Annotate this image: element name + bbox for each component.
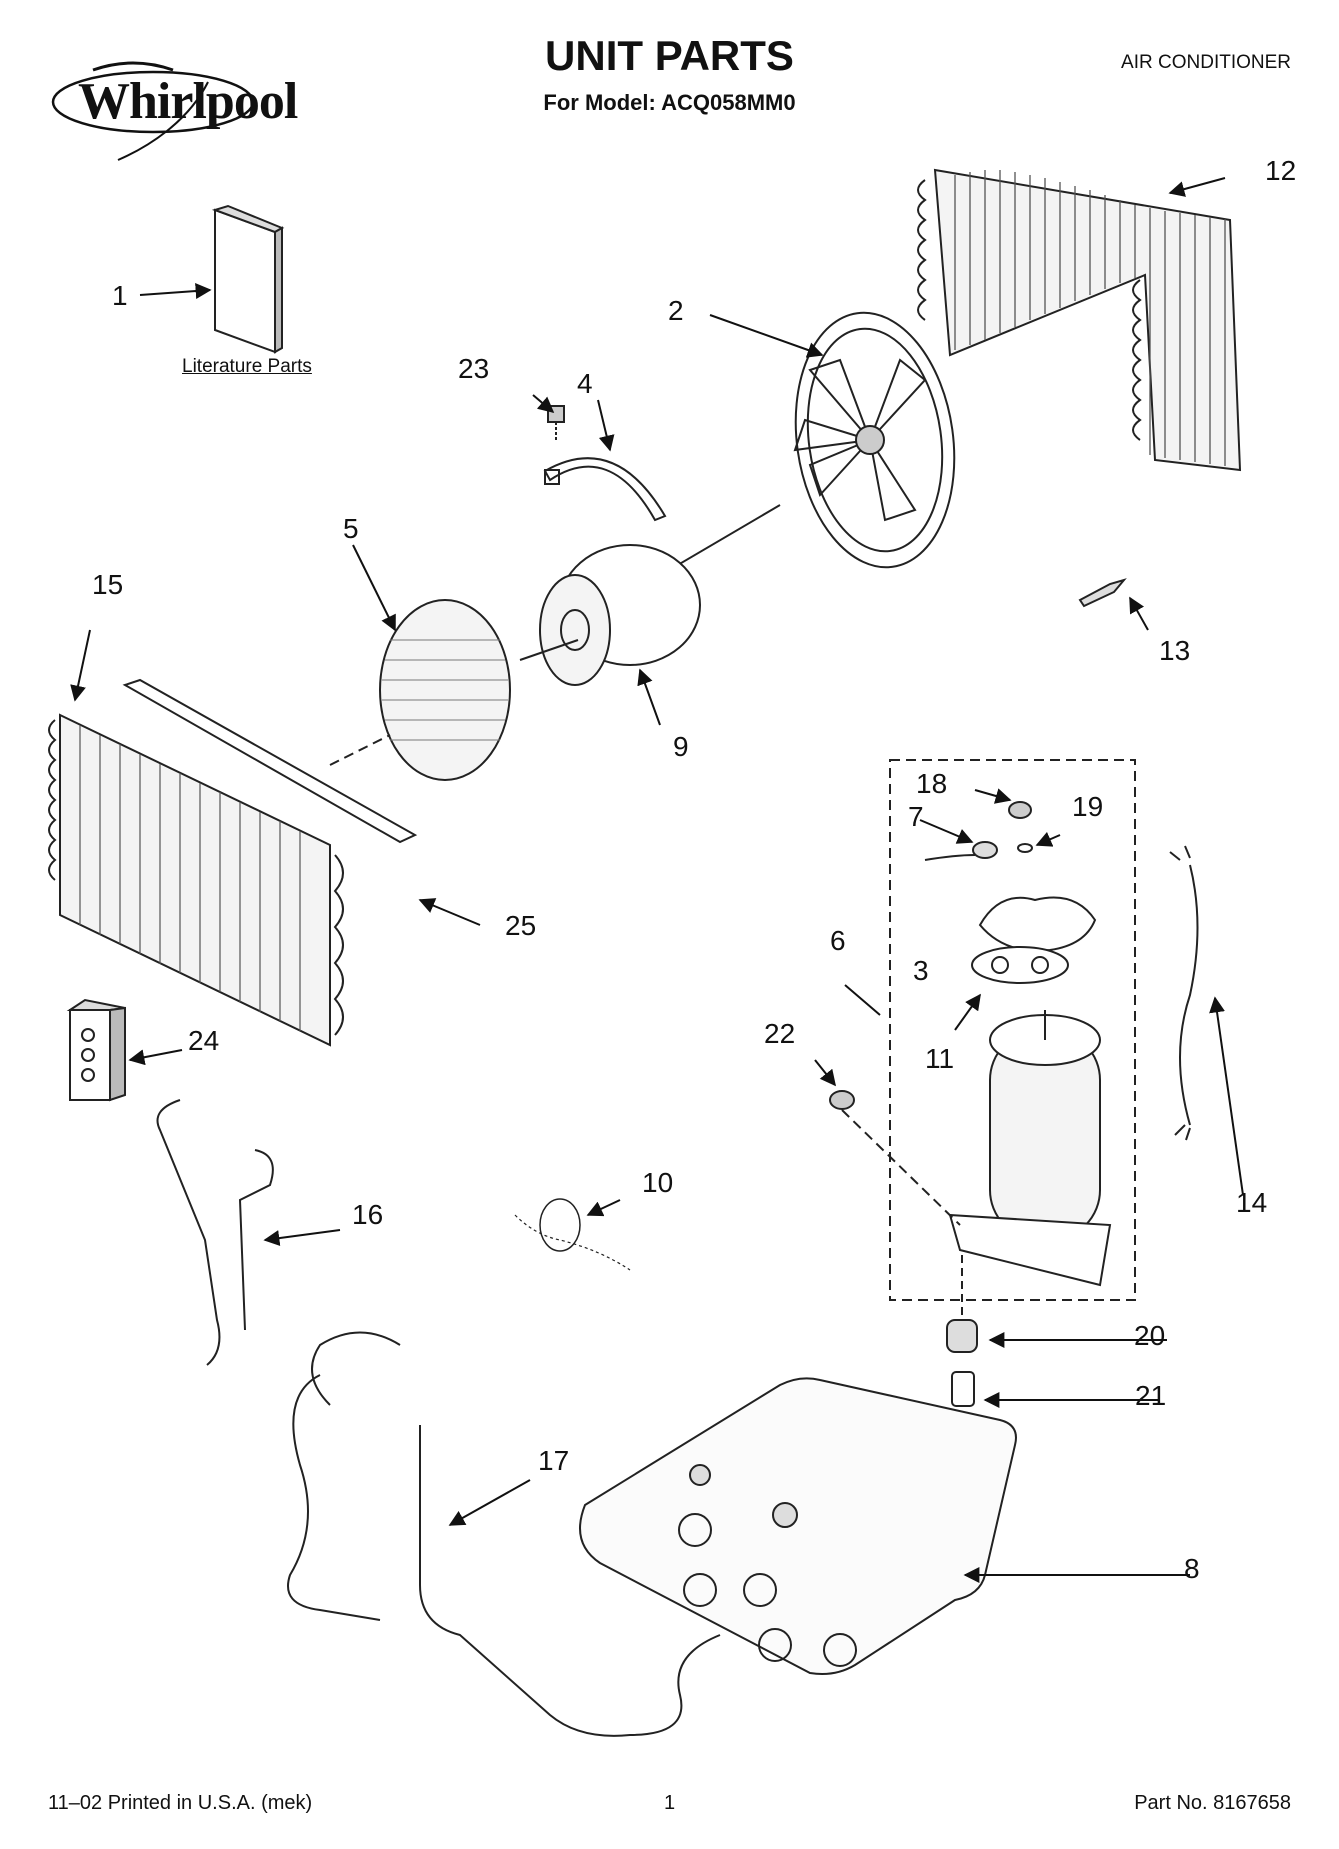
- terminal-block-part: [66, 998, 126, 1102]
- callout-6: 6: [830, 925, 846, 956]
- terminal-nut-part: [1008, 801, 1032, 819]
- callout-19: 19: [1072, 791, 1103, 822]
- whirlpool-logo: Whirlpool: [38, 52, 298, 162]
- blower-wheel-part: [379, 599, 511, 781]
- suction-tube-part: [156, 1099, 274, 1366]
- part-number: Part No. 8167658: [1134, 1792, 1291, 1814]
- print-info: 11–02 Printed in U.S.A. (mek): [48, 1792, 313, 1814]
- condenser-coil-part: [917, 168, 1242, 472]
- fan-shroud-part: [793, 311, 956, 569]
- callout-17: 17: [538, 1445, 569, 1476]
- callout-4: 4: [577, 368, 593, 399]
- base-pan-part: [579, 1377, 1017, 1675]
- callout-10: 10: [642, 1167, 673, 1198]
- callout-13: 13: [1159, 635, 1190, 666]
- compressor-grommet-part: [946, 1319, 978, 1353]
- logo-swoosh-icon: [51, 61, 255, 161]
- callout-8: 8: [1184, 1553, 1200, 1584]
- callout-7: 7: [908, 801, 924, 832]
- callout-25: 25: [505, 910, 536, 941]
- callout-1: 1: [112, 280, 128, 311]
- callout-21: 21: [1135, 1380, 1166, 1411]
- grommet-sleeve-part: [951, 1371, 975, 1407]
- page-number: 1: [663, 1792, 676, 1814]
- cover-gasket-part: [971, 946, 1069, 984]
- literature-booklet-part: [211, 204, 285, 354]
- callout-5: 5: [343, 513, 359, 544]
- compressor-part: [948, 1010, 1112, 1287]
- callout-24: 24: [188, 1025, 219, 1056]
- product-category: AIR CONDITIONER: [1121, 52, 1291, 73]
- wire-tie-part: [514, 1198, 631, 1271]
- wire-harness-part: [1169, 845, 1199, 1141]
- literature-parts-label: Literature Parts: [182, 356, 312, 377]
- callout-22: 22: [764, 1018, 795, 1049]
- fan-motor-part: [519, 544, 701, 686]
- callout-9: 9: [673, 731, 689, 762]
- compressor-mount-nut-part: [829, 1090, 855, 1110]
- callout-2: 2: [668, 295, 684, 326]
- model-line: For Model: ACQ058MM0: [543, 90, 796, 115]
- callout-3: 3: [913, 955, 929, 986]
- callout-12: 12: [1265, 155, 1296, 186]
- page-title: UNIT PARTS: [545, 32, 794, 79]
- brand-name: Whirlpool: [78, 73, 298, 130]
- callout-14: 14: [1236, 1187, 1267, 1218]
- motor-mount-strap-part: [543, 457, 667, 522]
- overload-protector-part: [924, 841, 998, 861]
- callout-16: 16: [352, 1199, 383, 1230]
- callout-18: 18: [916, 768, 947, 799]
- terminal-cover-part: [978, 896, 1097, 952]
- callout-20: 20: [1134, 1320, 1165, 1351]
- callout-15: 15: [92, 569, 123, 600]
- evaporator-coil-part: [48, 713, 344, 1047]
- washer-part: [1017, 843, 1033, 853]
- callout-11: 11: [925, 1043, 954, 1074]
- compressor-assembly-box: [889, 759, 1136, 1301]
- callout-23: 23: [458, 353, 489, 384]
- thermostat-sensor-part: [1078, 578, 1127, 608]
- discharge-tube-part: [287, 1331, 721, 1737]
- insulation-strip-part: [122, 678, 418, 844]
